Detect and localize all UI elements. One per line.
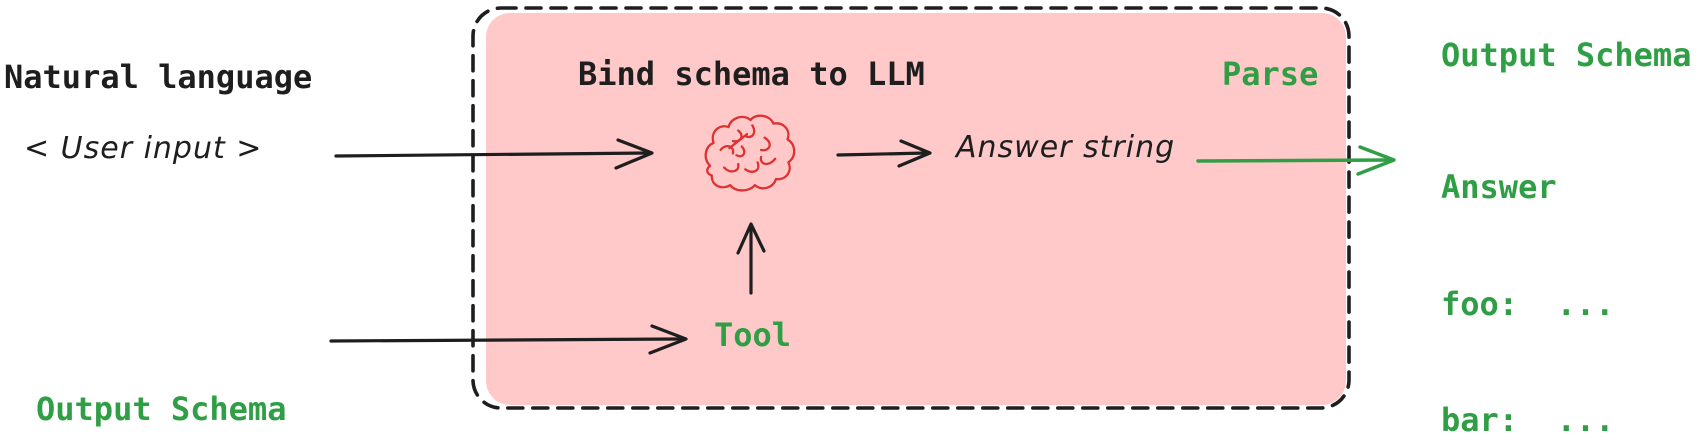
llm-box-fill [486,13,1346,405]
right-schema-answer-line: Answer [1441,167,1557,206]
parse-label: Parse [1222,55,1319,93]
arrow-user-input-to-llm [334,138,654,170]
right-output-schema-block: Answer foo: ... bar: ... [1441,90,1614,443]
user-input-label: < User input > [24,131,263,166]
right-schema-foo-line: foo: ... [1441,284,1615,323]
left-output-schema-title: Output Schema [36,389,287,428]
right-schema-bar-line: bar: ... [1441,401,1615,440]
arrow-schema-to-tool [329,324,688,355]
arrow-llm-to-answer [836,139,932,168]
llm-box-title: Bind schema to LLM [578,55,925,93]
llm-box-border [471,6,1351,410]
answer-string-label: Answer string [956,130,1176,165]
left-output-schema-block: Output Schema foo: ... bar: ... [36,312,286,443]
tool-label: Tool [714,316,792,354]
arrow-answer-to-output [1196,145,1396,176]
right-output-schema-title: Output Schema [1441,36,1692,74]
brain-icon [704,114,796,192]
arrow-tool-to-llm [736,222,766,295]
natural-language-label: Natural language [4,58,313,96]
